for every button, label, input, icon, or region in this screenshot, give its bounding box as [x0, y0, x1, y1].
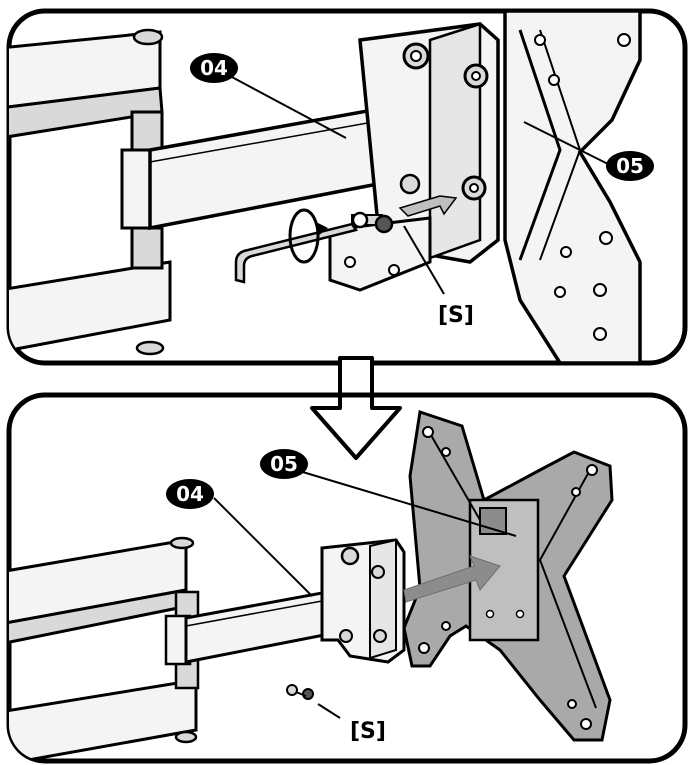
- bottom-callout-line-05: [295, 469, 517, 537]
- bottom-callout-05-label: 05: [270, 452, 298, 476]
- bottom-callout-line-04: [213, 497, 313, 597]
- top-lower-arm: [9, 260, 172, 356]
- bottom-callout-04-label: 04: [176, 482, 204, 506]
- top-lower-plate: [328, 216, 432, 292]
- top-callout-line-s: [403, 225, 445, 295]
- bottom-attach-arrow-icon: [403, 555, 501, 603]
- top-callout-04-label: 04: [200, 56, 228, 80]
- top-panel: 04 05 [S]: [6, 8, 688, 366]
- hex-key-icon: [234, 222, 359, 284]
- top-badge-04: 04: [190, 53, 238, 83]
- top-callout-line-04: [229, 75, 347, 139]
- bottom-lower-arm: [9, 678, 198, 761]
- top-upper-arm: [9, 28, 164, 140]
- top-screws-icon: [351, 211, 394, 234]
- top-insert-arrow-icon: [398, 195, 458, 217]
- down-arrow-icon: [310, 356, 402, 460]
- top-plate-05: [503, 11, 642, 363]
- bottom-bracket: [320, 538, 406, 664]
- bottom-callout-line-s: [317, 703, 341, 719]
- bottom-panel-frame: [6, 392, 688, 764]
- top-hinge: [120, 110, 164, 270]
- bottom-callout-s-label: [S]: [350, 719, 386, 744]
- top-badge-05: 05: [606, 151, 654, 181]
- bottom-upper-arm: [9, 536, 195, 646]
- rotation-arrow-icon: [288, 208, 328, 264]
- top-callout-05-label: 05: [616, 154, 644, 178]
- bottom-plate-05: [402, 410, 614, 742]
- bottom-badge-05: 05: [260, 449, 308, 479]
- top-callout-line-05: [523, 121, 609, 165]
- bottom-panel: 05 04 [S]: [6, 392, 688, 764]
- top-callout-s-label: [S]: [438, 303, 474, 328]
- bottom-badge-04: 04: [166, 479, 214, 509]
- screw-icon: [286, 684, 314, 700]
